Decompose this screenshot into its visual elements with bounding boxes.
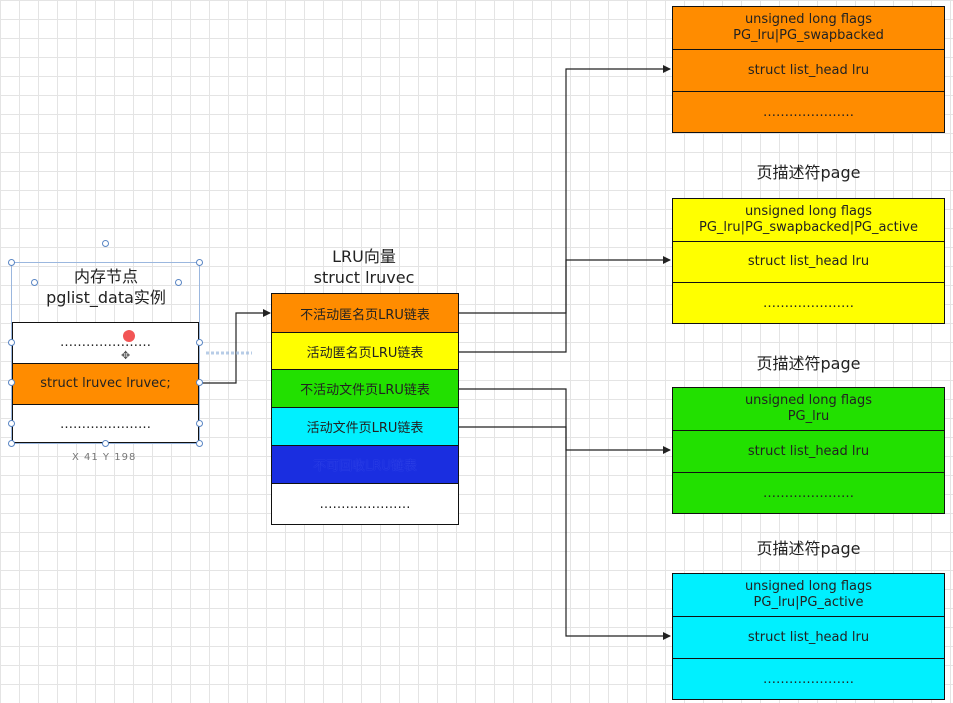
handle-mid-left-2[interactable] (8, 379, 15, 386)
page1-flags[interactable]: unsigned long flags PG_lru|PG_swapbacked (673, 7, 944, 49)
handle-top-left[interactable] (8, 259, 15, 266)
handle-mid-right-1[interactable] (196, 339, 203, 346)
lru-row-more[interactable]: ………………… (272, 484, 458, 524)
page-descriptor-3[interactable]: unsigned long flags PG_lru struct list_h… (672, 387, 945, 514)
node-title: 内存节点 pglist_data实例 (12, 266, 200, 308)
move-cursor-icon: ✥ (121, 349, 131, 362)
page-descriptor-4[interactable]: unsigned long flags PG_lru|PG_active str… (672, 573, 945, 700)
lru-row-active-anon[interactable]: 活动匿名页LRU链表 (272, 333, 458, 370)
page4-heading: 页描述符page (756, 539, 861, 558)
lru-row-inactive-file[interactable]: 不活动文件页LRU链表 (272, 370, 458, 408)
handle-bottom-left[interactable] (8, 440, 15, 447)
arrow-inactive-file-to-page3[interactable] (458, 388, 671, 454)
handle-title-right[interactable] (175, 279, 182, 286)
handle-mid-left-3[interactable] (8, 420, 15, 427)
lru-row-inactive-anon[interactable]: 不活动匿名页LRU链表 (272, 294, 458, 333)
node-title-line1: 内存节点 (73, 267, 138, 286)
page4-flags[interactable]: unsigned long flags PG_lru|PG_active (673, 574, 944, 616)
page4-flags-line1: unsigned long flags (744, 579, 873, 594)
page2-lru[interactable]: struct list_head lru (673, 241, 944, 282)
selection-coordinates: X 41 Y 198 (72, 452, 137, 463)
arrow-active-anon-to-page2[interactable] (458, 256, 671, 353)
page2-flags-line1: unsigned long flags (744, 204, 873, 219)
page2-flags[interactable]: unsigned long flags PG_lru|PG_swapbacked… (673, 199, 944, 241)
arrow-active-file-to-page4[interactable] (458, 426, 671, 640)
page3-heading: 页描述符page (756, 354, 861, 373)
arrow-inactive-anon-to-page1[interactable] (458, 65, 671, 314)
page1-flags-line1: unsigned long flags (744, 12, 873, 27)
handle-title-left[interactable] (31, 279, 38, 286)
lru-title: LRU向量 struct lruvec (270, 246, 458, 288)
page3-lru[interactable]: struct list_head lru (673, 430, 944, 472)
handle-mid-right-2[interactable] (196, 379, 203, 386)
page2-dots[interactable]: ………………… (673, 282, 944, 324)
page3-flags-line2: PG_lru (787, 409, 830, 424)
node-row-bottom[interactable]: ………………… (60, 416, 151, 432)
page3-dots[interactable]: ………………… (673, 472, 944, 514)
page-descriptor-2[interactable]: unsigned long flags PG_lru|PG_swapbacked… (672, 198, 945, 324)
page1-lru[interactable]: struct list_head lru (673, 49, 944, 91)
page3-flags[interactable]: unsigned long flags PG_lru (673, 388, 944, 430)
lru-title-line1: LRU向量 (332, 247, 396, 266)
handle-bottom-center[interactable] (102, 440, 109, 447)
page4-flags-line2: PG_lru|PG_active (753, 595, 864, 610)
handle-top-center[interactable] (102, 240, 109, 247)
arrow-node-to-lruvec[interactable] (199, 309, 271, 384)
page2-flags-line2: PG_lru|PG_swapbacked|PG_active (698, 220, 918, 235)
page3-flags-line1: unsigned long flags (744, 393, 873, 408)
handle-bottom-right[interactable] (196, 440, 203, 447)
lru-title-line2: struct lruvec (313, 268, 415, 287)
lru-row-unevictable[interactable]: 不可回收LRU链表 (272, 446, 458, 484)
handle-top-right[interactable] (196, 259, 203, 266)
page1-dots[interactable]: ………………… (673, 91, 944, 133)
page1-flags-line2: PG_lru|PG_swapbacked (733, 28, 884, 43)
page4-lru[interactable]: struct list_head lru (673, 616, 944, 658)
handle-mid-left-1[interactable] (8, 339, 15, 346)
page-descriptor-1[interactable]: unsigned long flags PG_lru|PG_swapbacked… (672, 6, 945, 133)
node-row-top[interactable]: ………………… (13, 323, 198, 364)
lru-row-active-file[interactable]: 活动文件页LRU链表 (272, 408, 458, 446)
node-title-line2: pglist_data实例 (46, 288, 166, 307)
node-row-lruvec[interactable]: struct lruvec lruvec; (13, 364, 198, 405)
drag-cursor-marker (123, 330, 135, 342)
node-box[interactable]: ………………… struct lruvec lruvec; ………………… (12, 322, 199, 443)
lruvec-box[interactable]: 不活动匿名页LRU链表 活动匿名页LRU链表 不活动文件页LRU链表 活动文件页… (271, 293, 459, 525)
handle-mid-right-3[interactable] (196, 420, 203, 427)
page2-heading: 页描述符page (756, 163, 861, 182)
page4-dots[interactable]: ………………… (673, 658, 944, 700)
